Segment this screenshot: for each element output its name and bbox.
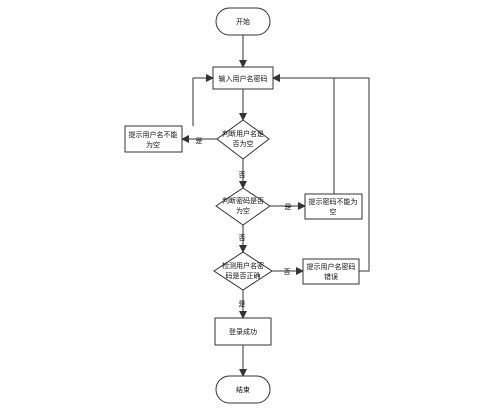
prompt-wrong-line2: 错误 (324, 272, 338, 281)
check-user-empty-label-line2: 否为空 (233, 139, 254, 148)
end-node: 结束 (215, 375, 271, 404)
prompt-pwd-empty-line1: 提示密码不能为 (309, 197, 358, 206)
prompt-wrong-line1: 提示用户名密码 (307, 262, 356, 271)
end-label: 结束 (236, 385, 250, 394)
edge-label-no-pwd: 否 (239, 234, 246, 242)
edge-label-yes-pwd: 是 (285, 203, 292, 211)
prompt-user-empty-node: 提示用户名不能 为空 (124, 125, 183, 153)
check-pwd-empty-decision: 判断密码是否 为空 (215, 187, 271, 226)
login-success-label: 登录成功 (229, 327, 257, 336)
edge-prompt-wrong-to-input (272, 74, 370, 272)
edge-labels: 是 否 是 否 否 是 (196, 137, 292, 308)
start-node: 开始 (215, 7, 271, 36)
prompt-pwd-empty-line2: 空 (330, 207, 337, 216)
prompt-user-empty-line1: 提示用户名不能 (129, 130, 178, 139)
edge-prompt-pwd-to-input (272, 74, 335, 194)
edges (181, 35, 370, 377)
check-correct-label-line2: 码是否正确 (226, 271, 261, 280)
edge-prompt-user-to-input (192, 74, 214, 126)
edge-label-yes-user: 是 (196, 137, 203, 145)
edge-label-no-correct: 否 (284, 268, 291, 276)
check-user-empty-label-line1: 判断用户名是 (222, 129, 264, 138)
login-success-node: 登录成功 (214, 317, 272, 346)
prompt-pwd-empty-node: 提示密码不能为 空 (304, 193, 363, 220)
check-correct-decision: 检测用户名密 码是否正确 (213, 251, 273, 291)
edge-label-yes-correct: 是 (239, 300, 246, 308)
nodes: 开始 输入用户名密码 判断用户名是 否为空 提示用户名不能 为空 判断密码是否 … (124, 7, 363, 404)
edge-label-no-user: 否 (239, 171, 246, 179)
start-label: 开始 (236, 17, 250, 26)
prompt-user-empty-line2: 为空 (146, 140, 160, 149)
check-user-empty-decision: 判断用户名是 否为空 (216, 119, 270, 160)
check-correct-label-line1: 检测用户名密 (222, 261, 264, 270)
input-node: 输入用户名密码 (212, 66, 274, 90)
check-pwd-empty-label-line2: 为空 (236, 206, 250, 215)
input-label: 输入用户名密码 (219, 74, 268, 83)
check-pwd-empty-label-line1: 判断密码是否 (222, 196, 264, 205)
prompt-wrong-node: 提示用户名密码 错误 (302, 258, 360, 285)
